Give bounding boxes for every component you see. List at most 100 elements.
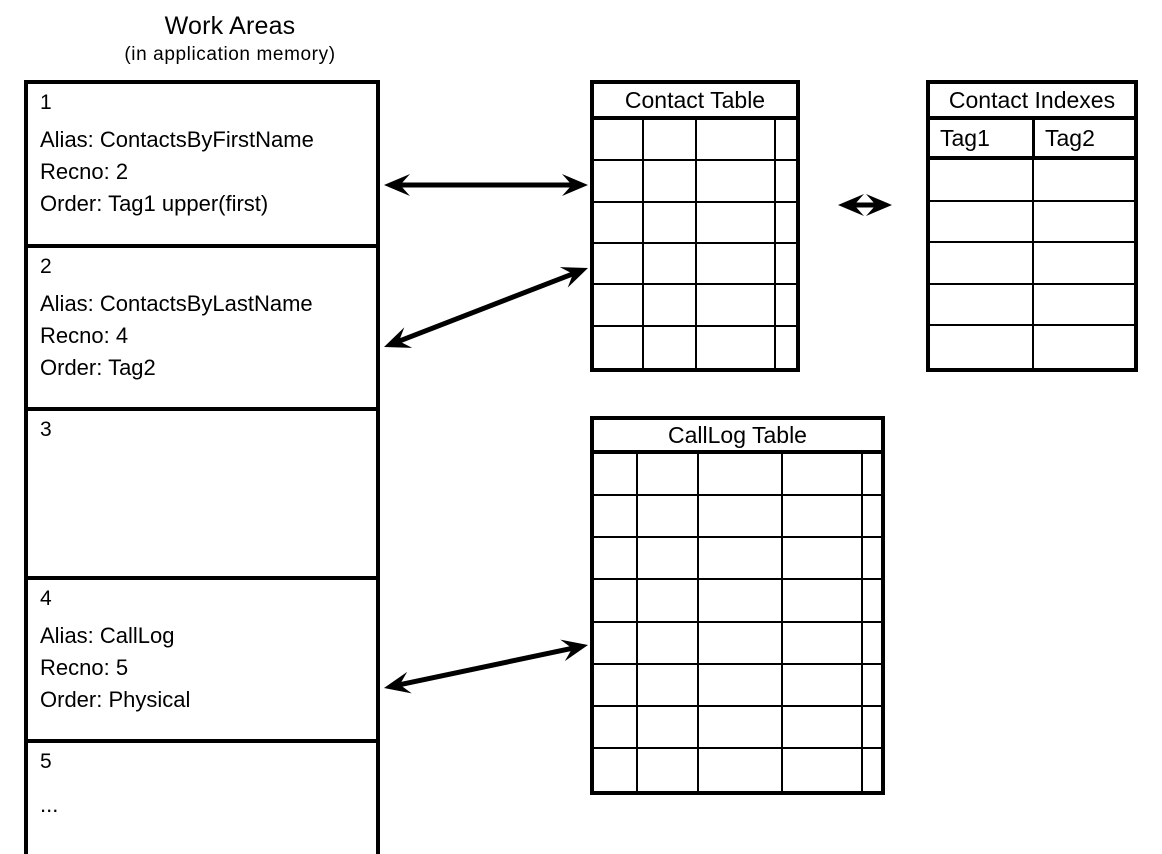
calllog-table-cell[interactable] (860, 706, 881, 747)
contact-indexes-cell[interactable] (930, 326, 1032, 368)
contact-indexes-cell[interactable] (930, 285, 1032, 325)
calllog-table-cell[interactable] (635, 538, 698, 579)
calllog-table-cell[interactable] (780, 664, 861, 705)
calllog-table-cell[interactable] (697, 538, 780, 579)
calllog-table-cell[interactable] (860, 664, 881, 705)
calllog-table-row[interactable] (594, 454, 881, 497)
contact-indexes-row[interactable] (930, 284, 1134, 327)
contact-indexes-cell[interactable] (1032, 326, 1134, 368)
contact-table-cell[interactable] (594, 285, 642, 324)
calllog-table-cell[interactable] (635, 496, 698, 537)
calllog-table-cell[interactable] (697, 496, 780, 537)
calllog-table-cell[interactable] (594, 454, 636, 494)
work-area-slot-3[interactable]: 3 (28, 411, 376, 580)
contact-indexes-cell[interactable] (930, 243, 1032, 283)
contact-table-cell[interactable] (642, 120, 695, 160)
calllog-table-cell[interactable] (594, 749, 636, 791)
calllog-table-cell[interactable] (780, 622, 861, 663)
calllog-table-cell[interactable] (697, 454, 780, 495)
calllog-table-cell[interactable] (697, 706, 780, 747)
contact-table-cell[interactable] (642, 161, 695, 201)
contact-table-cell[interactable] (642, 202, 695, 242)
contact-table-cell[interactable] (694, 326, 774, 368)
contact-indexes-cell[interactable] (930, 160, 1032, 200)
calllog-table-cell[interactable] (594, 538, 636, 578)
calllog-table-cell[interactable] (635, 664, 698, 705)
calllog-table-cell[interactable] (860, 580, 881, 621)
contact-table-row[interactable] (594, 120, 796, 162)
calllog-table-cell[interactable] (594, 707, 636, 747)
contact-table-cell[interactable] (594, 161, 642, 200)
contact-table-cell[interactable] (594, 203, 642, 242)
calllog-table-cell[interactable] (594, 665, 636, 705)
calllog-table-cell[interactable] (635, 748, 698, 791)
contact-table-cell[interactable] (694, 202, 774, 242)
calllog-table-cell[interactable] (697, 748, 780, 791)
contact-indexes-cell[interactable] (1032, 284, 1134, 325)
contact-indexes-header-tag2[interactable]: Tag2 (1032, 120, 1134, 156)
contact-table-cell[interactable] (694, 161, 774, 201)
contact-table-cell[interactable] (594, 120, 642, 159)
calllog-table-cell[interactable] (780, 538, 861, 579)
work-area-slot-5[interactable]: 5... (28, 743, 376, 854)
contact-table-cell[interactable] (694, 120, 774, 160)
contact-table-cell[interactable] (694, 243, 774, 284)
calllog-table-cell[interactable] (594, 496, 636, 536)
contact-indexes-row[interactable] (930, 201, 1134, 244)
contact-table-row[interactable] (594, 202, 796, 244)
contact-table-row[interactable] (594, 243, 796, 286)
calllog-table-cell[interactable] (780, 706, 861, 747)
calllog-table-row[interactable] (594, 622, 881, 665)
contact-table-cell[interactable] (773, 243, 796, 284)
contact-table-cell[interactable] (642, 285, 695, 325)
calllog-table-cell[interactable] (697, 622, 780, 663)
calllog-table-row[interactable] (594, 664, 881, 707)
contact-table-cell[interactable] (694, 285, 774, 325)
contact-indexes-cell[interactable] (1032, 243, 1134, 283)
contact-indexes-cell[interactable] (1032, 160, 1134, 200)
contact-table-row[interactable] (594, 326, 796, 368)
calllog-table-row[interactable] (594, 538, 881, 581)
calllog-table-cell[interactable] (860, 454, 881, 495)
contact-indexes-cell[interactable] (930, 202, 1032, 242)
contact-table-cell[interactable] (773, 202, 796, 242)
calllog-table-cell[interactable] (780, 580, 861, 621)
calllog-table-cell[interactable] (594, 580, 636, 620)
contact-table-cell[interactable] (773, 285, 796, 325)
calllog-table-row[interactable] (594, 748, 881, 791)
calllog-table-cell[interactable] (635, 622, 698, 663)
contact-table-cell[interactable] (642, 243, 695, 284)
contact-table-row[interactable] (594, 161, 796, 203)
contact-table-cell[interactable] (594, 244, 642, 283)
contact-table-cell[interactable] (642, 326, 695, 368)
calllog-table-cell[interactable] (635, 580, 698, 621)
calllog-table-cell[interactable] (780, 454, 861, 495)
contact-table-cell[interactable] (594, 327, 642, 368)
calllog-table-cell[interactable] (697, 580, 780, 621)
contact-indexes-cell[interactable] (1032, 201, 1134, 242)
calllog-table-row[interactable] (594, 706, 881, 749)
calllog-table-row[interactable] (594, 580, 881, 623)
calllog-table-cell[interactable] (594, 623, 636, 663)
calllog-table-cell[interactable] (697, 664, 780, 705)
calllog-table-cell[interactable] (860, 538, 881, 579)
calllog-table-row[interactable] (594, 496, 881, 539)
calllog-table-cell[interactable] (860, 622, 881, 663)
calllog-table-cell[interactable] (860, 748, 881, 791)
contact-indexes-row[interactable] (930, 160, 1134, 202)
calllog-table-cell[interactable] (860, 496, 881, 537)
contact-table-cell[interactable] (773, 161, 796, 201)
calllog-table-cell[interactable] (635, 454, 698, 495)
contact-indexes-row[interactable] (930, 326, 1134, 368)
contact-table-cell[interactable] (773, 326, 796, 368)
calllog-table-cell[interactable] (780, 496, 861, 537)
contact-indexes-row[interactable] (930, 243, 1134, 285)
contact-indexes-header-tag1[interactable]: Tag1 (940, 124, 990, 151)
contact-table-row[interactable] (594, 285, 796, 327)
contact-table-cell[interactable] (773, 120, 796, 160)
calllog-table-cell[interactable] (780, 748, 861, 791)
calllog-table-cell[interactable] (635, 706, 698, 747)
